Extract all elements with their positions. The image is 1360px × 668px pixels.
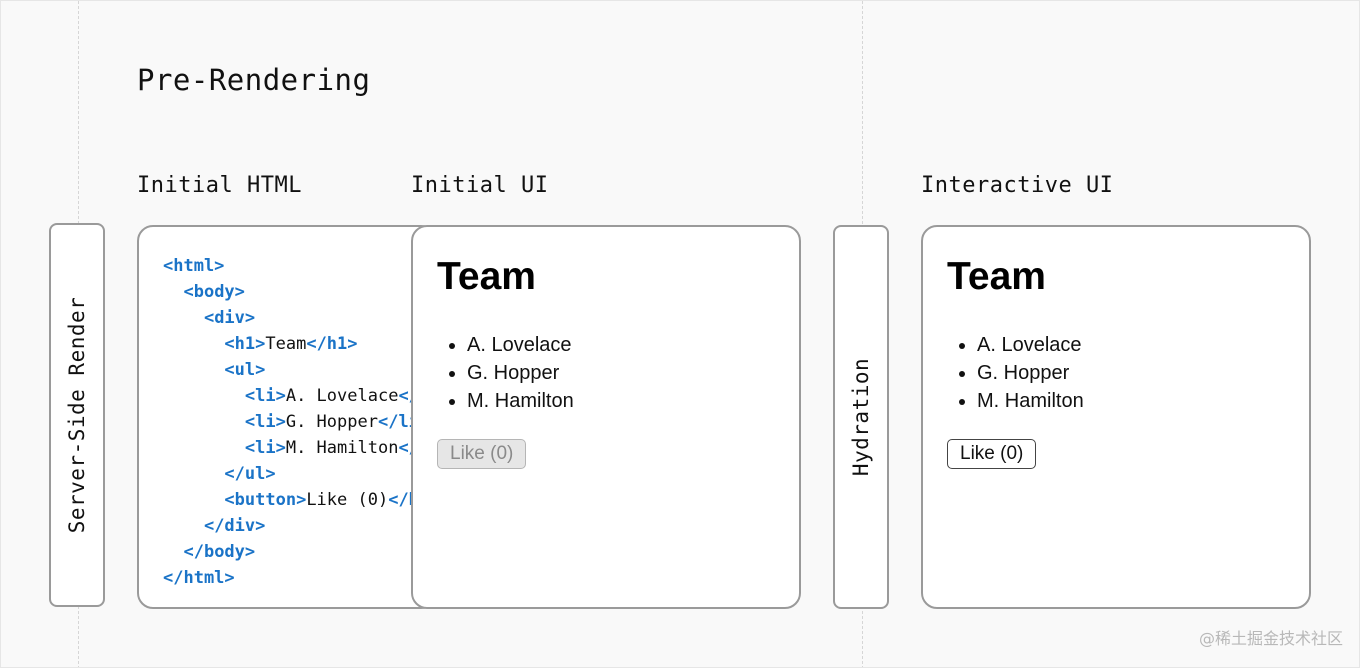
- list-item: A. Lovelace: [467, 331, 574, 359]
- code-tag: <li>: [244, 438, 286, 458]
- list-item: M. Hamilton: [467, 387, 574, 415]
- code-tag: </h1>: [306, 334, 358, 354]
- code-tag: <h1>: [224, 334, 266, 354]
- code-line: </div>: [163, 513, 435, 539]
- initial-ui-like-button-disabled: Like (0): [437, 439, 527, 469]
- code-tag: </ul>: [224, 464, 276, 484]
- initial-ui-heading: Initial UI: [411, 173, 549, 198]
- code-tag: <button>: [224, 490, 307, 510]
- list-item: M. Hamilton: [977, 387, 1084, 415]
- code-line: </body>: [163, 539, 435, 565]
- code-text: Team: [265, 334, 307, 354]
- list-item: G. Hopper: [977, 359, 1084, 387]
- code-text: Like (0): [306, 490, 389, 510]
- code-text: M. Hamilton: [285, 438, 399, 458]
- code-line: <li>A. Lovelace</li>: [163, 383, 435, 409]
- code-line: <html>: [163, 253, 435, 279]
- code-tag: <li>: [244, 386, 286, 406]
- initial-html-heading: Initial HTML: [137, 173, 302, 198]
- diagram-title: Pre-Rendering: [137, 63, 371, 97]
- code-text: A. Lovelace: [285, 386, 399, 406]
- server-side-render-label: Server-Side Render: [65, 296, 89, 534]
- list-item: G. Hopper: [467, 359, 574, 387]
- interactive-ui-member-list: A. Lovelace G. Hopper M. Hamilton: [947, 331, 1084, 415]
- code-line: </html>: [163, 565, 435, 591]
- code-line: <li>M. Hamilton</li>: [163, 435, 435, 461]
- hydration-label: Hydration: [849, 357, 873, 477]
- code-line: <h1>Team</h1>: [163, 331, 435, 357]
- code-tag: <body>: [183, 282, 245, 302]
- interactive-ui-heading: Interactive UI: [921, 173, 1114, 198]
- code-line: </ul>: [163, 461, 435, 487]
- code-line: <ul>: [163, 357, 435, 383]
- initial-ui-team-heading: Team: [437, 255, 536, 298]
- code-tag: <html>: [163, 256, 225, 276]
- initial-html-panel: <html> <body> <div> <h1>Team</h1> <ul> <…: [137, 225, 437, 609]
- code-tag: <li>: [244, 412, 286, 432]
- list-item: A. Lovelace: [977, 331, 1084, 359]
- code-tag: <ul>: [224, 360, 266, 380]
- interactive-ui-team-heading: Team: [947, 255, 1046, 298]
- code-line: <body>: [163, 279, 435, 305]
- html-code-block: <html> <body> <div> <h1>Team</h1> <ul> <…: [163, 253, 435, 591]
- initial-ui-panel: Team A. Lovelace G. Hopper M. Hamilton L…: [411, 225, 801, 609]
- watermark: @稀土掘金技术社区: [1198, 629, 1343, 648]
- hydration-step: Hydration: [833, 225, 889, 609]
- code-tag: <div>: [203, 308, 256, 328]
- initial-ui-member-list: A. Lovelace G. Hopper M. Hamilton: [437, 331, 574, 415]
- code-line: <div>: [163, 305, 435, 331]
- interactive-ui-panel: Team A. Lovelace G. Hopper M. Hamilton L…: [921, 225, 1311, 609]
- code-line: <button>Like (0)</button>: [163, 487, 435, 513]
- code-tag: </html>: [163, 568, 235, 588]
- interactive-ui-like-button[interactable]: Like (0): [947, 439, 1037, 469]
- code-text: G. Hopper: [285, 412, 378, 432]
- code-tag: </div>: [203, 516, 266, 536]
- code-line: <li>G. Hopper</li>: [163, 409, 435, 435]
- code-tag: </body>: [183, 542, 256, 562]
- server-side-render-step: Server-Side Render: [49, 223, 105, 607]
